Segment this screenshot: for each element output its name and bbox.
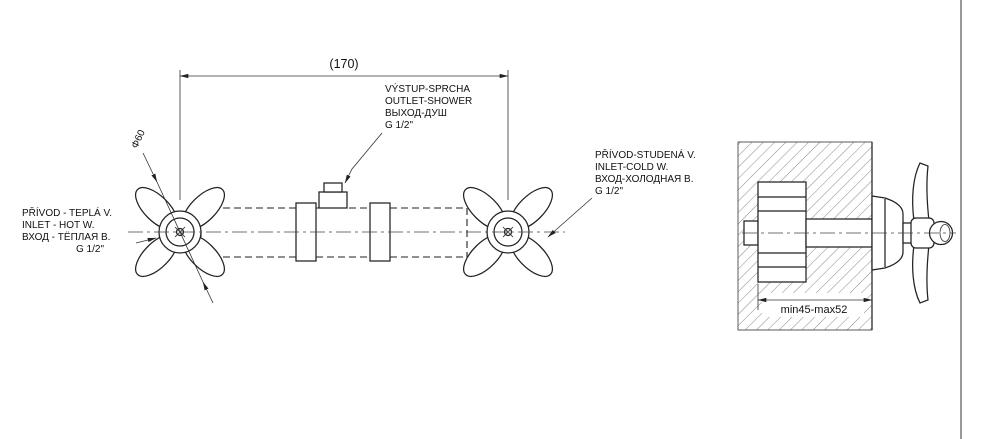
dimension-depth: min45-max52 [757, 284, 873, 317]
hot-label-ru: ВХОД - ТЁПЛАЯ В. [22, 231, 110, 243]
handle-spoke-up [912, 162, 930, 222]
handle-hot [135, 187, 225, 277]
hot-inlet-label: PŘÍVOD - TEPLÁ V. INLET - HOT W. ВХОД - … [22, 206, 157, 255]
handle-cold [463, 187, 553, 277]
cold-label-thread: G 1/2" [595, 186, 623, 197]
hot-label-en: INLET - HOT W. [22, 220, 94, 231]
dimension-diameter-label: Φ60 [130, 128, 148, 150]
cold-inlet-label: PŘÍVOD-STUDENÁ V. INLET-COLD W. ВХОД-ХОЛ… [547, 148, 696, 238]
shower-outlet-stub [318, 182, 348, 209]
outlet-label-thread: G 1/2" [385, 120, 413, 131]
mixer-body-hidden [200, 182, 468, 262]
handle-spoke-down [912, 244, 930, 304]
handle-side-profile [871, 162, 954, 304]
dimension-depth-label: min45-max52 [781, 304, 848, 316]
hot-label-cz: PŘÍVOD - TEPLÁ V. [22, 206, 112, 219]
outlet-label-ru: ВЫХОД-ДУШ [385, 108, 447, 119]
dimension-width-label: (170) [329, 57, 358, 71]
hot-leader-line [135, 237, 157, 244]
cold-label-en: INLET-COLD W. [595, 162, 668, 173]
outlet-leader-line [344, 132, 383, 184]
escutcheon [871, 195, 904, 271]
outlet-label-cz: VÝSTUP-SPRCHA [385, 82, 470, 95]
dimension-width-170: (170) [179, 57, 509, 200]
cold-leader-line [547, 197, 593, 238]
cold-label-cz: PŘÍVOD-STUDENÁ V. [595, 148, 696, 161]
hot-label-thread: G 1/2" [76, 244, 104, 255]
cold-label-ru: ВХОД-ХОЛОДНАЯ В. [595, 174, 693, 185]
outlet-label-en: OUTLET-SHOWER [385, 96, 472, 107]
side-view: min45-max52 [737, 141, 956, 331]
hex-body [757, 181, 807, 283]
front-view: (170) [22, 57, 696, 304]
shower-outlet-label: VÝSTUP-SPRCHA OUTLET-SHOWER ВЫХОД-ДУШ G … [344, 82, 472, 184]
